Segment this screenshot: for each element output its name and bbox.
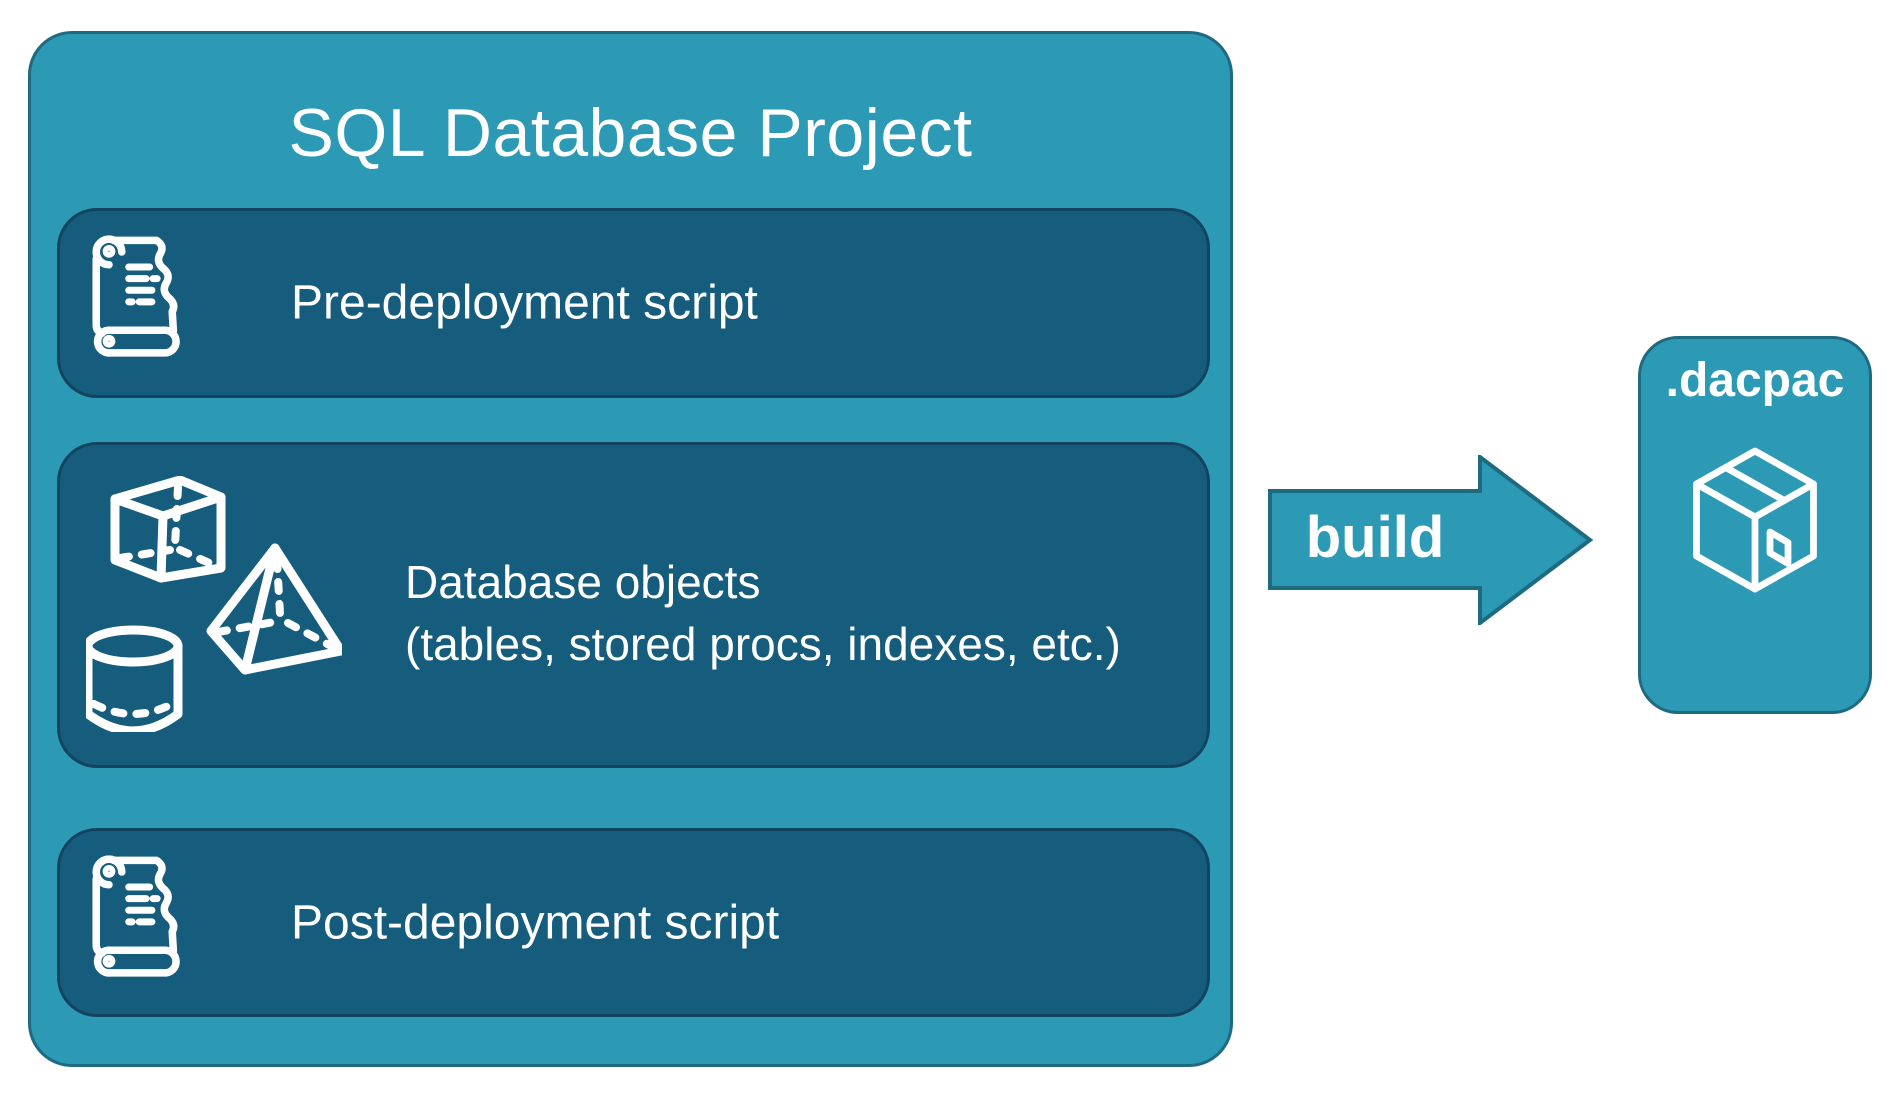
database-objects-box: Database objects (tables, stored procs, … xyxy=(57,442,1210,768)
cylinder-shape xyxy=(86,625,183,732)
dacpac-label: .dacpac xyxy=(1665,354,1845,407)
build-arrow xyxy=(1268,455,1594,625)
pyramid-shape xyxy=(206,543,342,675)
geometric-shapes-icon xyxy=(86,476,342,732)
project-title: SQL Database Project xyxy=(288,95,973,171)
database-objects-sublabel: (tables, stored procs, indexes, etc.) xyxy=(405,618,1121,670)
dacpac-box: .dacpac xyxy=(1638,336,1872,714)
sql-database-project-panel: SQL Database Project Pr xyxy=(28,31,1233,1067)
build-arrow-label: build xyxy=(1305,505,1445,570)
scroll-icon xyxy=(92,854,180,977)
package-icon xyxy=(1693,447,1817,593)
pre-deployment-box: Pre-deployment script xyxy=(57,208,1210,398)
database-objects-label-block: Database objects (tables, stored procs, … xyxy=(405,551,1121,675)
post-deployment-box: Post-deployment script xyxy=(57,828,1210,1017)
cube-shape xyxy=(110,476,226,583)
scroll-icon xyxy=(92,235,180,357)
database-objects-label: Database objects xyxy=(405,556,761,608)
pre-deployment-label: Pre-deployment script xyxy=(291,276,758,330)
post-deployment-label: Post-deployment script xyxy=(291,896,780,949)
